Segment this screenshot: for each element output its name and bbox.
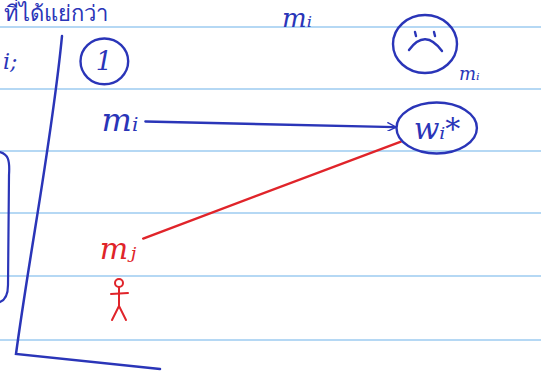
- cut-off-text: i;: [3, 50, 17, 74]
- circled-variable: wᵢ*: [395, 101, 478, 155]
- face-outline: [393, 15, 457, 73]
- circle-outline: [80, 38, 128, 84]
- circle-outline: [397, 103, 477, 154]
- handwritten-note: ที่ได้แย่กว่า: [4, 1, 108, 26]
- node-text: mᵢ: [102, 103, 139, 138]
- sad-face: mᵢ: [391, 13, 484, 84]
- stick-figure: [111, 279, 128, 320]
- connector-line: [143, 142, 401, 239]
- cut-off-text: i;: [3, 49, 17, 74]
- variable-label: mᵢ: [282, 4, 312, 33]
- frown: [409, 39, 442, 51]
- bracket: [0, 152, 9, 302]
- handwritten-note: ที่ได้แย่กว่า: [4, 2, 108, 26]
- ruled-lines: [0, 27, 541, 340]
- node-text: 1: [96, 47, 113, 76]
- node-text: wᵢ*: [414, 112, 461, 145]
- eye: [415, 32, 416, 36]
- variable-label: mᵢ: [98, 101, 143, 140]
- eye: [434, 32, 435, 36]
- circled-number: 1: [79, 37, 130, 86]
- connector-arrow: [145, 122, 395, 128]
- variable-label: mⱼ: [96, 230, 140, 267]
- node-text: mⱼ: [100, 232, 136, 265]
- margin-line: [16, 36, 160, 369]
- variable-label: mᵢ: [282, 3, 312, 33]
- subscript-label: mᵢ: [459, 64, 480, 84]
